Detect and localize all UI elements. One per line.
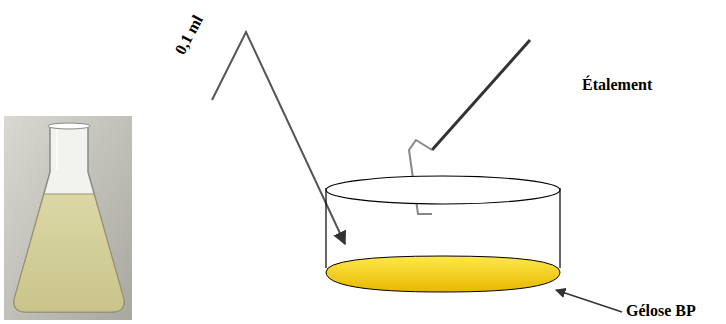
- pipette: [212, 32, 345, 244]
- medium-label: Gélose BP: [626, 302, 696, 320]
- action-label: Étalement: [582, 76, 652, 94]
- leader-line: [556, 290, 622, 312]
- petri-dish: [326, 176, 560, 292]
- flask-photo: [4, 116, 132, 320]
- volume-label: 0,1 ml: [171, 12, 206, 57]
